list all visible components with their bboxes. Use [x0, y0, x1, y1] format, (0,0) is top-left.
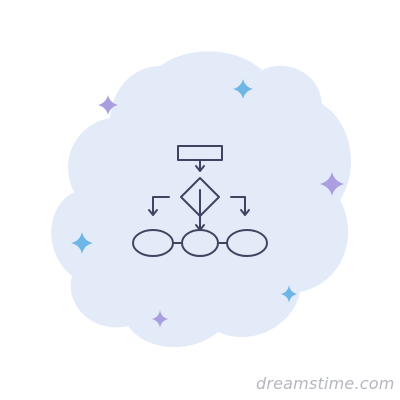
sparkle-blue-top-right: [233, 79, 253, 99]
sparkle-purple-right: [320, 172, 344, 196]
sparkle-blue-bottom-right: [281, 285, 297, 303]
sparkle-blue-left: [71, 232, 93, 254]
flowchart-icon: [132, 145, 268, 257]
sparkle-purple-bottom: [152, 310, 168, 328]
cloud-blob: [51, 51, 352, 348]
sparkle-purple-top-left: [98, 95, 118, 115]
watermark-text: dreamstime.com: [256, 374, 395, 393]
watermark: dreamstime.com: [256, 374, 396, 393]
